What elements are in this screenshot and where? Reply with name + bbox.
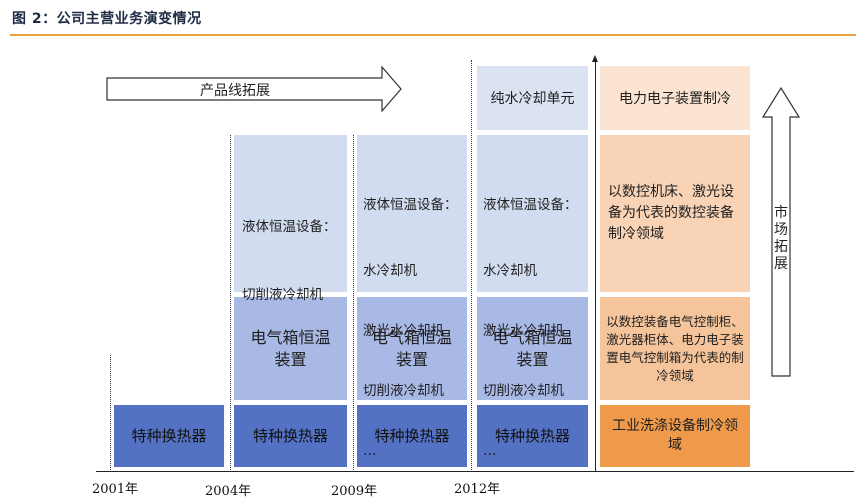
cnc-equipment-label: 以数控装备电气控制柜、激光器柜体、电力电子装置电气控制箱为代表的制冷领域 xyxy=(606,313,744,383)
liquid-item-2009-2: 切削液冷却机 xyxy=(363,383,444,399)
base-box-2009: 特种换热器 xyxy=(357,405,467,467)
liquid-item-2009-1: 激光水冷却机 xyxy=(363,323,444,339)
y-axis xyxy=(595,60,596,472)
base-box-2012: 特种换热器 xyxy=(477,405,588,467)
liquid-item-2009-3: … xyxy=(363,443,377,459)
cnc-equipment-box: 以数控装备电气控制柜、激光器柜体、电力电子装置电气控制箱为代表的制冷领域 xyxy=(600,297,750,400)
base-box-2004: 特种换热器 xyxy=(234,405,347,467)
base-label-2004: 特种换热器 xyxy=(252,427,328,445)
pure-water-label: 纯水冷却单元 xyxy=(490,91,575,107)
base-box-2001: 特种换热器 xyxy=(114,405,224,467)
industrial-box: 工业洗涤设备制冷领域 xyxy=(600,405,750,467)
liquid-item-2009-0: 水冷却机 xyxy=(363,263,417,279)
liquid-box-2009: 液体恒温设备： 水冷却机 激光水冷却机 切削液冷却机 … xyxy=(357,135,467,459)
cnc-machine-label: 以数控机床、激光设备为代表的数控装备制冷领域 xyxy=(608,184,734,242)
x-axis xyxy=(96,471,854,472)
pure-water-box: 纯水冷却单元 xyxy=(477,66,588,130)
timeline-guide-2012 xyxy=(471,60,472,470)
liquid-item-2004: 切削液冷却机 xyxy=(242,287,323,303)
industrial-label: 工业洗涤设备制冷领域 xyxy=(612,418,738,453)
product-line-arrow xyxy=(106,65,402,113)
cabinet-box-2009: 电气箱恒温装置 xyxy=(357,297,467,400)
liquid-item-2012-3: … xyxy=(483,443,497,459)
base-label-2009: 特种换热器 xyxy=(374,427,450,445)
year-label-2012: 2012年 xyxy=(454,482,501,497)
year-label-2004: 2004年 xyxy=(205,484,252,499)
timeline-guide-2004 xyxy=(230,135,231,470)
cnc-machine-box: 以数控机床、激光设备为代表的数控装备制冷领域 xyxy=(600,135,750,292)
base-label-2012: 特种换热器 xyxy=(494,427,570,445)
liquid-item-2012-1: 激光水冷却机 xyxy=(483,323,564,339)
product-line-label: 产品线拓展 xyxy=(200,83,270,99)
liquid-title-2009: 液体恒温设备： xyxy=(363,197,458,213)
market-expansion-label: 市场拓展 xyxy=(774,205,788,272)
market-arrow xyxy=(761,86,801,377)
liquid-box-2012: 液体恒温设备： 水冷却机 激光水冷却机 切削液冷却机 … xyxy=(477,135,588,459)
cabinet-label-2004: 电气箱恒温装置 xyxy=(250,327,331,369)
timeline-guide-2001 xyxy=(110,355,111,470)
liquid-title-2012: 液体恒温设备： xyxy=(483,197,578,213)
year-label-2001: 2001年 xyxy=(92,482,139,497)
y-axis-arrowhead xyxy=(592,55,598,62)
power-electronics-box: 电力电子装置制冷 xyxy=(600,66,750,130)
timeline-guide-2009 xyxy=(353,135,354,470)
power-electronics-label: 电力电子装置制冷 xyxy=(619,91,731,107)
liquid-item-2012-2: 切削液冷却机 xyxy=(483,383,564,399)
cabinet-label-2012: 电气箱恒温装置 xyxy=(492,327,573,369)
base-label-2001: 特种换热器 xyxy=(131,427,207,445)
liquid-title-2004: 液体恒温设备： xyxy=(242,219,337,235)
title-rule xyxy=(10,34,856,36)
figure-title: 图 2：公司主营业务演变情况 xyxy=(12,11,202,27)
cabinet-box-2004: 电气箱恒温装置 xyxy=(234,297,347,400)
cabinet-label-2009: 电气箱恒温装置 xyxy=(371,327,452,369)
liquid-item-2012-0: 水冷却机 xyxy=(483,263,537,279)
year-label-2009: 2009年 xyxy=(331,484,378,499)
liquid-box-2004: 液体恒温设备： 切削液冷却机 xyxy=(234,135,347,303)
cabinet-box-2012: 电气箱恒温装置 xyxy=(477,297,588,400)
